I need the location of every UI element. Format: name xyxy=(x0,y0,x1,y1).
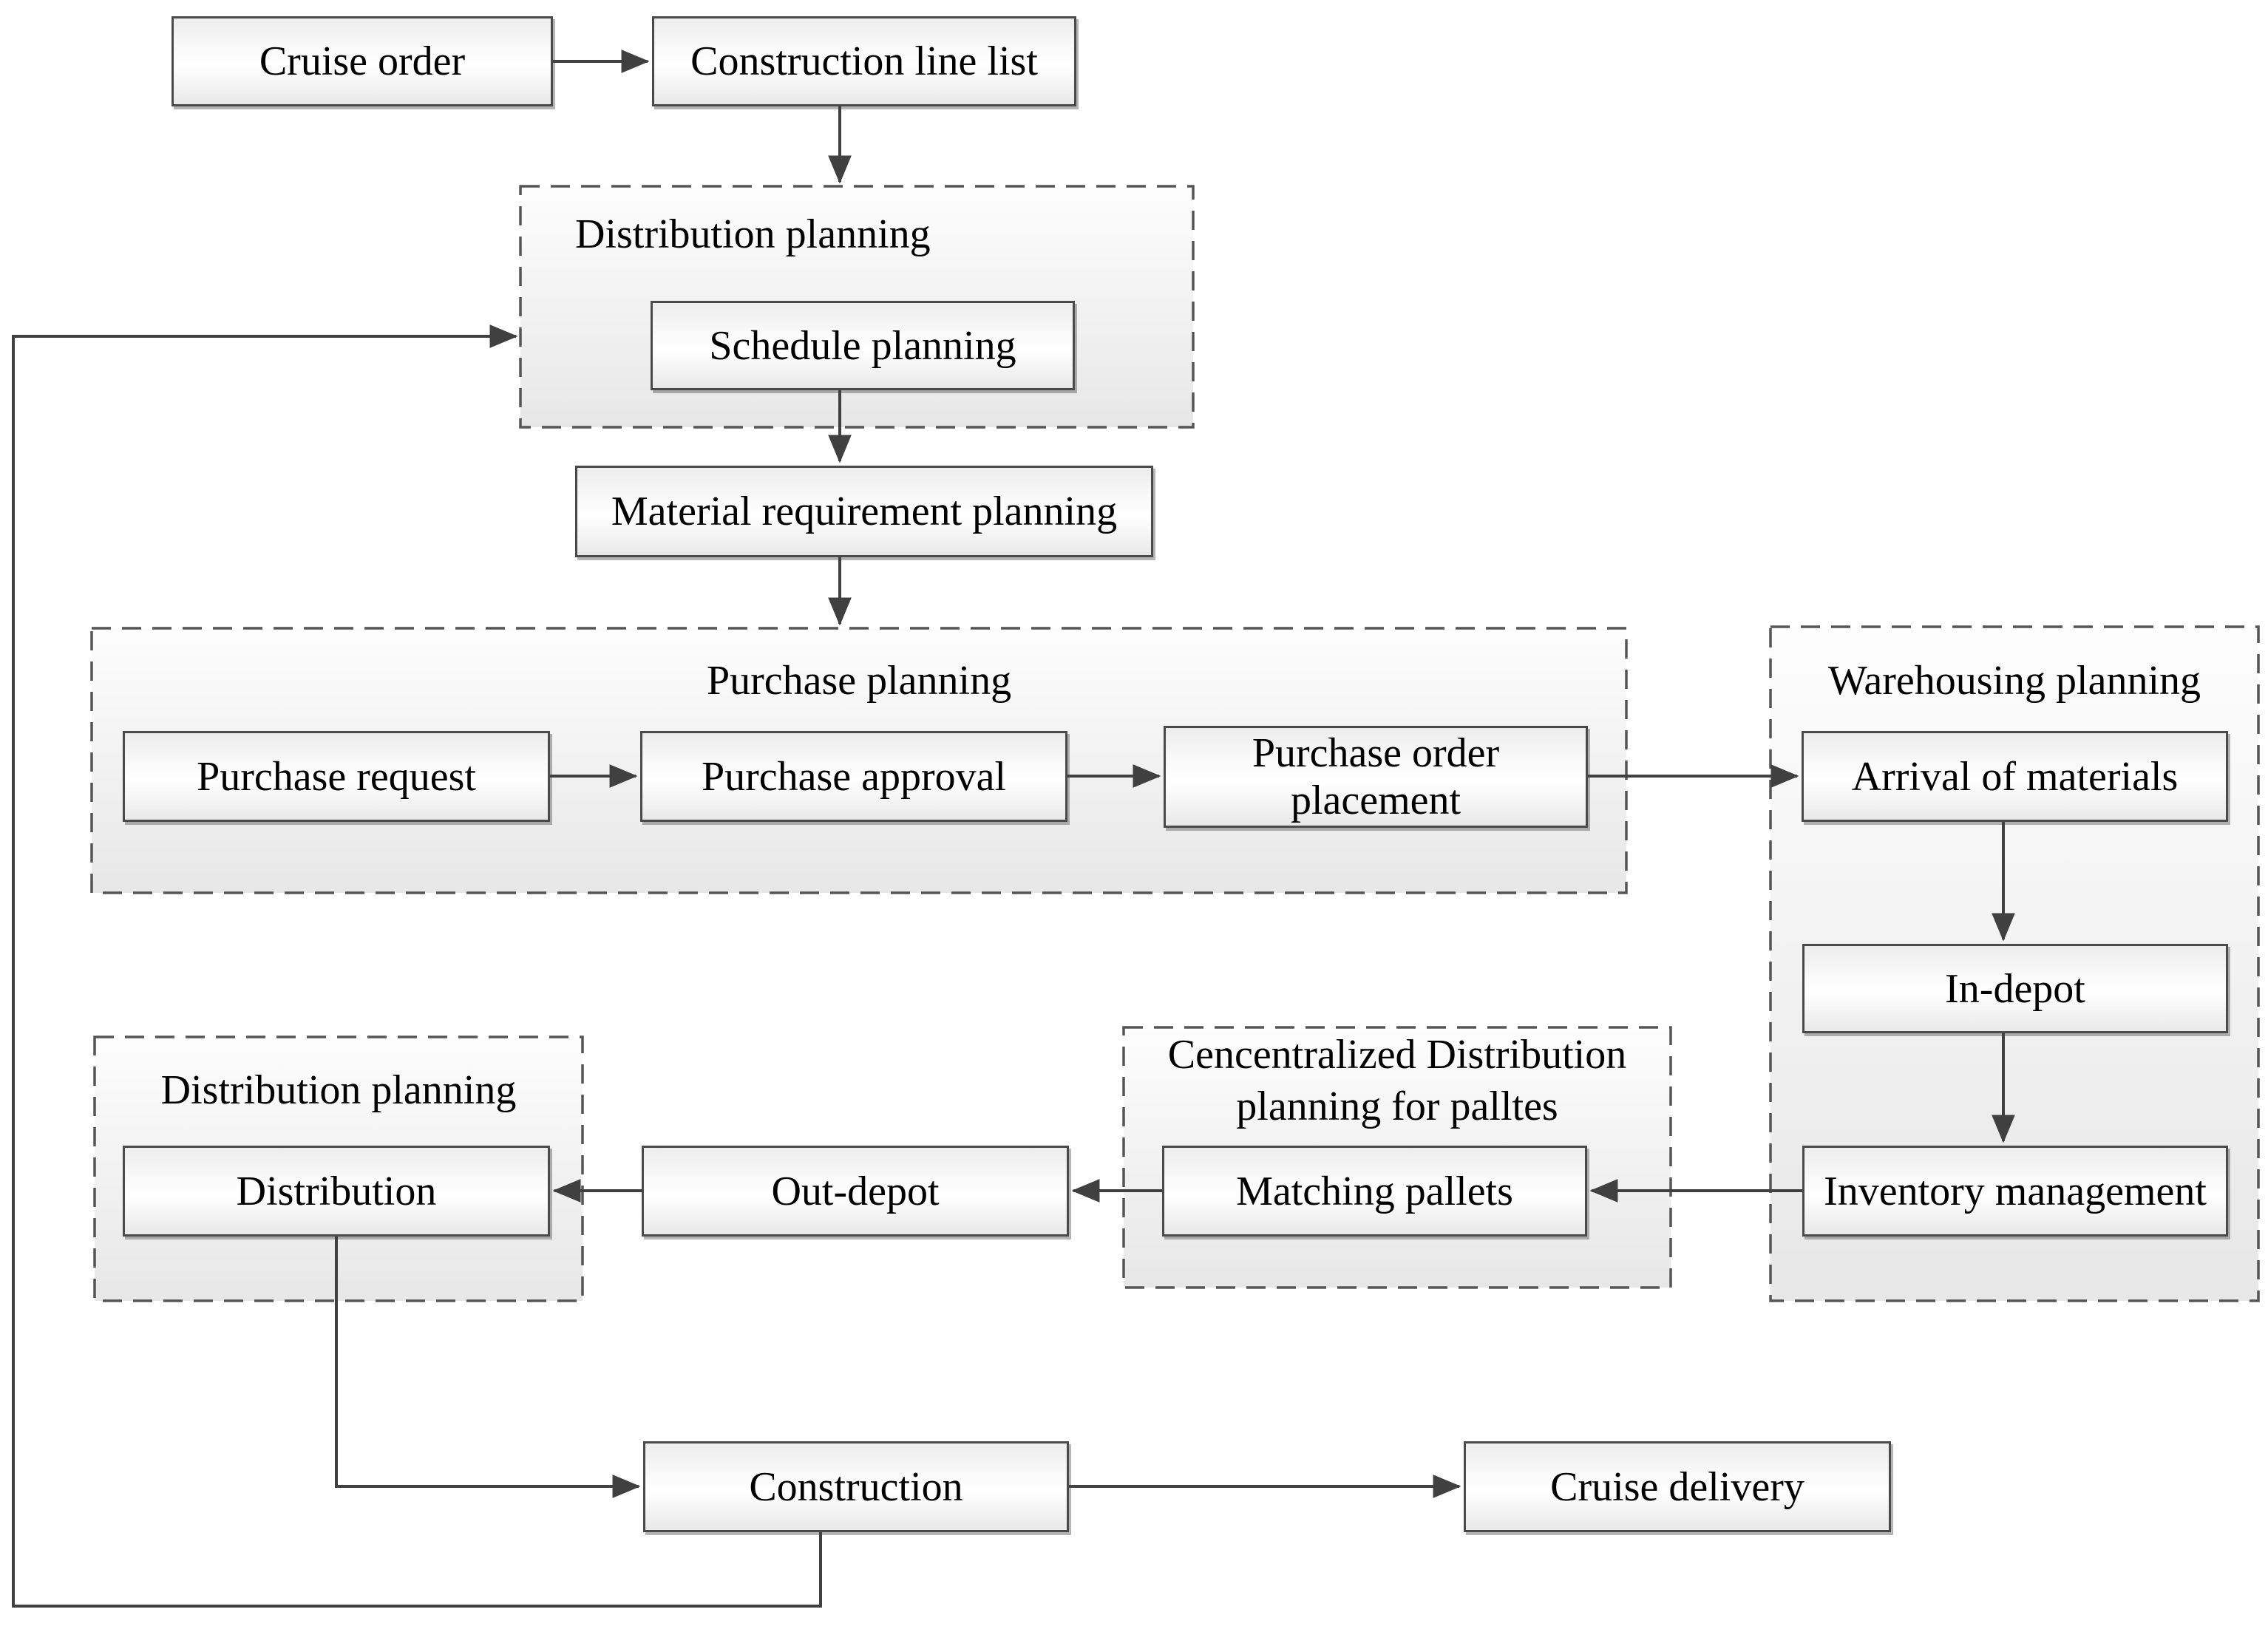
node-purchase-approval: Purchase approval xyxy=(640,731,1067,822)
node-cruise-delivery: Cruise delivery xyxy=(1464,1441,1891,1532)
connector-distribution-to-construction xyxy=(335,1237,641,1498)
node-out-depot: Out-depot xyxy=(642,1146,1069,1237)
node-construction-line-list: Construction line list xyxy=(652,16,1076,106)
node-material-requirement-planning: Material requirement planning xyxy=(575,466,1153,557)
node-arrival-of-materials: Arrival of materials xyxy=(1802,731,2228,822)
node-in-depot-label: In-depot xyxy=(1945,965,2085,1012)
node-construction-label: Construction xyxy=(749,1463,963,1510)
node-out-depot-label: Out-depot xyxy=(771,1168,940,1214)
node-construction: Construction xyxy=(643,1441,1069,1532)
node-distribution: Distribution xyxy=(123,1146,550,1237)
node-purchase-request: Purchase request xyxy=(123,731,550,822)
distribution-planning-top-label: Distribution planning xyxy=(575,211,931,257)
node-matching-pallets-label: Matching pallets xyxy=(1236,1168,1513,1214)
connector-feedback-construction-to-distribution-planning xyxy=(12,324,822,1608)
node-cruise-delivery-label: Cruise delivery xyxy=(1550,1463,1804,1510)
node-material-requirement-planning-label: Material requirement planning xyxy=(611,489,1118,534)
node-purchase-request-label: Purchase request xyxy=(197,753,476,800)
purchase-planning-label: Purchase planning xyxy=(706,658,1012,704)
distribution-planning-left-label: Distribution planning xyxy=(160,1067,517,1113)
node-purchase-order-placement-line1: Purchase order xyxy=(1252,730,1500,776)
node-schedule-planning-label: Schedule planning xyxy=(709,322,1016,369)
node-purchase-order-placement-label: Purchase order placement xyxy=(1252,730,1499,824)
node-distribution-label: Distribution xyxy=(236,1168,437,1214)
node-inventory-management-label: Inventory management xyxy=(1824,1168,2207,1214)
node-schedule-planning: Schedule planning xyxy=(651,301,1075,390)
node-cruise-order-label: Cruise order xyxy=(259,38,466,84)
centralized-distribution-label: Cencentralized Distribution planning for… xyxy=(1124,1029,1671,1132)
centralized-distribution-label-line1: Cencentralized Distribution xyxy=(1167,1032,1627,1078)
warehousing-planning-label: Warehousing planning xyxy=(1827,658,2201,704)
node-inventory-management: Inventory management xyxy=(1802,1146,2228,1237)
node-matching-pallets: Matching pallets xyxy=(1162,1146,1587,1237)
node-construction-line-list-label: Construction line list xyxy=(690,38,1038,84)
node-in-depot: In-depot xyxy=(1802,944,2228,1033)
node-cruise-order: Cruise order xyxy=(172,16,553,106)
node-arrival-of-materials-label: Arrival of materials xyxy=(1851,753,2179,800)
node-purchase-order-placement: Purchase order placement xyxy=(1164,726,1588,828)
centralized-distribution-label-line2: planning for palltes xyxy=(1236,1084,1558,1129)
node-purchase-approval-label: Purchase approval xyxy=(701,753,1007,800)
node-purchase-order-placement-line2: placement xyxy=(1290,778,1461,823)
